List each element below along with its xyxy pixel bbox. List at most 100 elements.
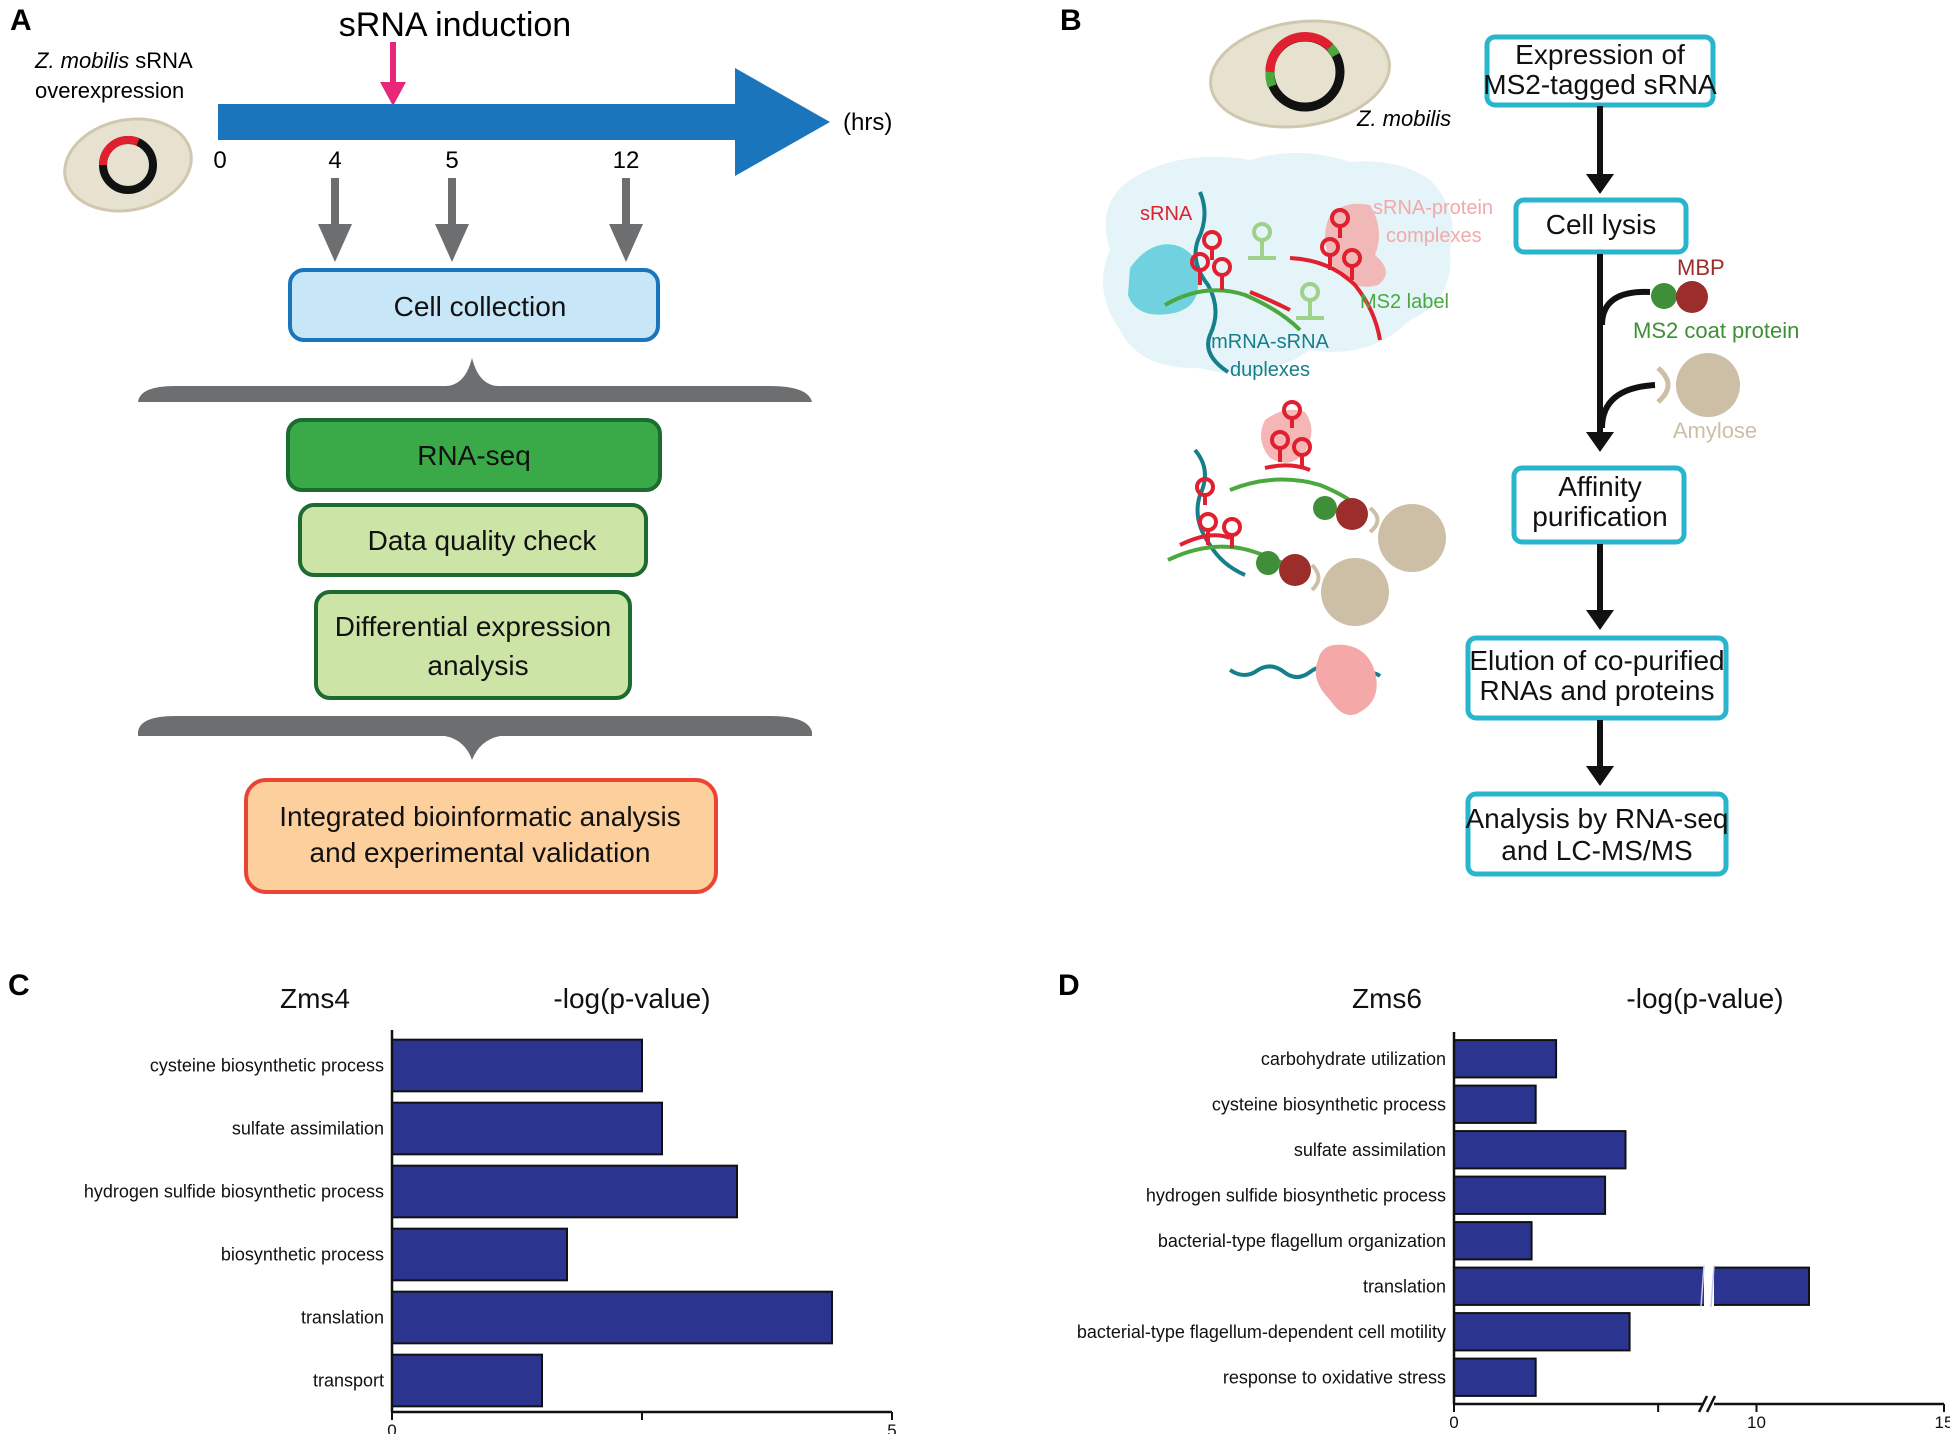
mbp-coat-bead-2 [1256,551,1389,626]
bar-break-edge [1700,1265,1705,1307]
panel-a: A sRNA induction Z. mobilis sRNA overexp… [10,4,892,894]
cell-plasmid-icon-a [63,117,193,213]
overexpression-label-line2: overexpression [35,78,184,103]
bar [1453,1130,1627,1170]
timepoint-4: 4 [328,147,341,174]
timeline-bar [218,104,748,140]
x-tick-label: 15 [1935,1413,1950,1432]
flow-arrow-2-head [1586,432,1614,452]
x-tick-label: 5 [887,1421,896,1434]
diffexp-label-line2: analysis [427,650,528,681]
quality-label: Data quality check [368,525,598,556]
bar [1453,1084,1537,1124]
chart-title: -log(p-value) [1626,983,1783,1014]
bar [391,1290,833,1345]
mbp-icon [1676,281,1708,313]
flow-arrow-1-head [1586,174,1614,194]
mbp-coat-bead-1 [1313,496,1446,572]
category-label: bacterial-type flagellum-dependent cell … [1077,1322,1446,1342]
bar [1453,1039,1558,1079]
cell-collection-box [288,268,660,342]
category-label: response to oxidative stress [1223,1367,1446,1387]
integrated-box [244,778,718,894]
panel-d-letter: D [1058,969,1080,1002]
panel-b: B Z. mobilis sRNA sRNA-pr [1060,4,1799,877]
timepoint-12: 12 [613,147,640,174]
bar [1453,1312,1631,1352]
timeline-arrow-head [735,68,830,176]
step-expression-box [1484,34,1716,108]
brace-top [138,358,812,402]
panel-b-letter: B [1060,4,1082,37]
srna-strand-bound [1264,463,1311,472]
x-tick-label: 0 [1449,1413,1458,1432]
axis-break-mark [1705,1395,1717,1413]
overexpression-label-line1: Z. mobilis sRNA [34,48,193,73]
timepoint-5: 5 [445,147,458,174]
step-analysis-line1: Analysis by RNA-seq [1466,803,1729,834]
sampling-arrows [318,178,643,262]
step-expression-line2: MS2-tagged sRNA [1483,69,1717,100]
srna-hairpins-bound [1195,400,1312,548]
brace-bottom [138,716,812,760]
step-affinity-line2: purification [1532,501,1667,532]
amylose-binder-icon [1656,366,1671,404]
srna-induction-label: sRNA induction [339,6,571,44]
srna-strand-complex [1289,256,1382,341]
cell-plasmid-icon-b [1209,19,1391,129]
merge-line-amylose [1599,382,1656,429]
diffexp-box [314,590,632,700]
bar [391,1227,568,1282]
bar [391,1038,643,1093]
bar [391,1101,663,1156]
chart-title: -log(p-value) [553,983,710,1014]
srna-label: sRNA [1140,203,1193,225]
step-analysis-box [1465,791,1729,877]
quality-box [298,503,648,577]
series-label: Zms4 [280,983,350,1014]
category-label: biosynthetic process [221,1245,384,1265]
eluted-protein [1315,644,1377,716]
bar [391,1353,543,1408]
series-label: Zms6 [1352,983,1422,1014]
bar-break-gap [1704,1265,1714,1307]
rnaseq-box [286,418,662,492]
amylose-bead-icon [1676,353,1740,417]
category-label: hydrogen sulfide biosynthetic process [1146,1185,1446,1205]
step-expression-line1: Expression of [1515,39,1685,70]
mrna-strand-bound [1193,448,1246,577]
integrated-label-line1: Integrated bioinformatic analysis [279,801,681,832]
complex-label-line2: complexes [1386,225,1482,247]
category-label: carbohydrate utilization [1261,1049,1446,1069]
induction-arrow-head [380,82,406,106]
bar-break-edge [1710,1265,1715,1307]
ms2-label: MS2 label [1360,291,1449,313]
coat-protein-label: MS2 coat protein [1633,318,1799,343]
x-tick-label: 0 [387,1421,396,1434]
bar [391,1164,738,1219]
step-elution-line2: RNAs and proteins [1479,675,1714,706]
category-label: bacterial-type flagellum organization [1158,1231,1446,1251]
ms2-tag-strand-1 [1164,288,1302,332]
complex-label-line1: sRNA-protein [1373,197,1493,219]
srna-strand-duplex [1249,290,1291,312]
category-label: sulfate assimilation [232,1119,384,1139]
mrna-strand [1193,191,1230,374]
step-affinity-box [1511,465,1687,545]
ms2-hairpins [1248,222,1324,320]
category-label: translation [1363,1276,1446,1296]
step-elution-line1: Elution of co-purified [1469,645,1724,676]
bar [1453,1221,1533,1261]
step-elution-box [1465,635,1729,721]
rnaseq-label: RNA-seq [417,440,531,471]
ms2-coat-protein-icon [1651,283,1677,309]
bar [1453,1357,1537,1397]
flow-arrow-4-head [1586,766,1614,786]
axis-break-mark [1697,1395,1709,1413]
mbp-label: MBP [1677,255,1725,280]
duplex-label-line1: mRNA-sRNA [1211,331,1329,353]
step-affinity-line1: Affinity [1558,471,1642,502]
merge-line-coat [1599,288,1651,326]
